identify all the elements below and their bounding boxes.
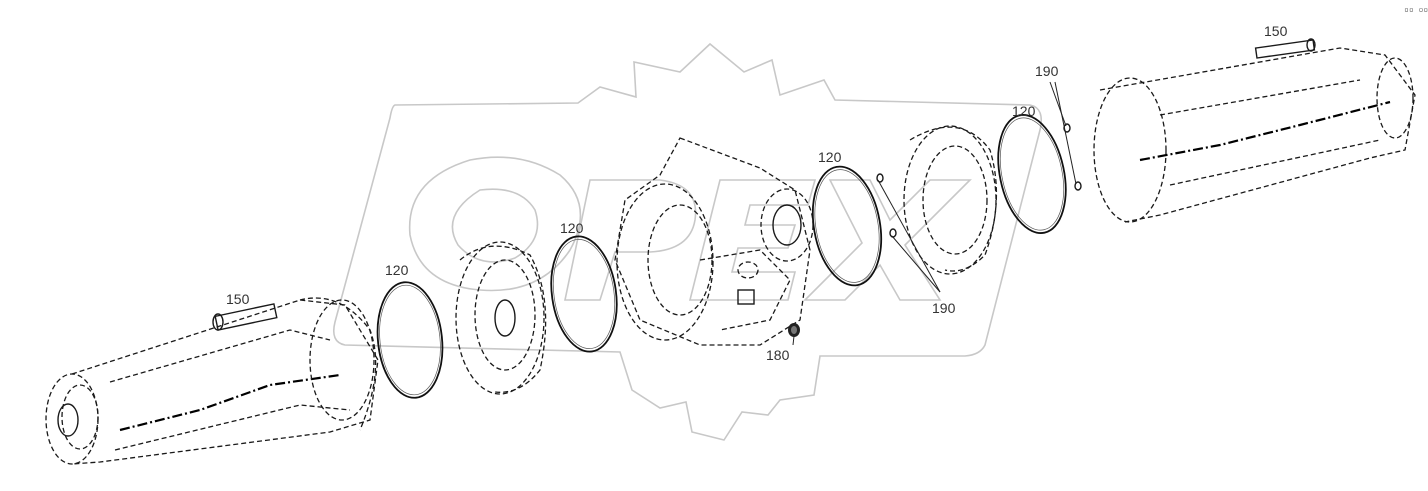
o-ring-2 bbox=[550, 235, 618, 353]
callout-o-ring-4: 120 bbox=[1012, 103, 1036, 119]
corner-mark: ▫▫ ▫▫▫ bbox=[1404, 5, 1428, 14]
leader-lines bbox=[792, 81, 1077, 346]
o-ring-4 bbox=[997, 114, 1067, 234]
callout-shim-top: 190 bbox=[1035, 63, 1059, 79]
callout-plug: 180 bbox=[766, 347, 790, 363]
o-ring-1 bbox=[376, 281, 444, 399]
o-ring-3 bbox=[811, 165, 883, 287]
callout-o-ring-3: 120 bbox=[818, 149, 842, 165]
differential-housing bbox=[614, 137, 814, 346]
right-axle-housing bbox=[1093, 38, 1416, 223]
shims bbox=[876, 123, 1082, 238]
callout-o-ring-2: 120 bbox=[560, 220, 584, 236]
watermark-lettering bbox=[408, 156, 972, 301]
planetary-carrier bbox=[455, 241, 547, 395]
watermark-gear-logo bbox=[332, 42, 1043, 441]
callout-bolt-left: 150 bbox=[226, 291, 250, 307]
drain-plug bbox=[788, 323, 800, 337]
callout-o-ring-1: 120 bbox=[385, 262, 409, 278]
right-planetary-carrier bbox=[903, 125, 998, 275]
left-axle-housing bbox=[45, 297, 379, 465]
callout-bolt-right: 150 bbox=[1264, 23, 1288, 39]
callout-shim-bottom: 190 bbox=[932, 300, 956, 316]
